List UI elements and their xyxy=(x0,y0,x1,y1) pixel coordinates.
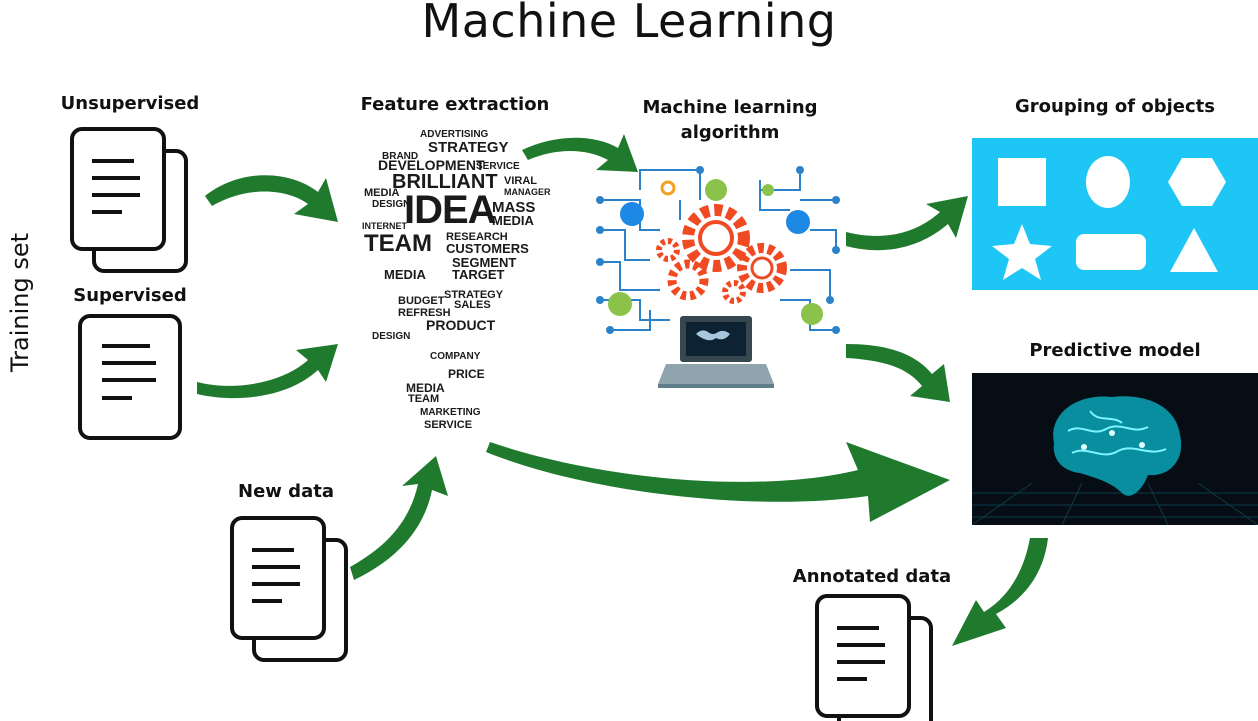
new-data-document-icon xyxy=(230,516,348,662)
word: PRODUCT xyxy=(426,317,496,333)
ml-algorithm-label: Machine learning algorithm xyxy=(610,95,850,145)
grouping-panel xyxy=(972,138,1258,290)
unsupervised-label: Unsupervised xyxy=(60,93,200,114)
arrow-icon xyxy=(205,175,338,222)
word: MARKETING xyxy=(420,407,481,418)
word: MEDIA xyxy=(406,381,445,395)
word: BRILLIANT xyxy=(392,171,498,193)
word: ADVERTISING xyxy=(420,129,489,140)
arrow-icon xyxy=(522,134,638,172)
shape-circle-icon xyxy=(1086,156,1130,208)
laptop-icon xyxy=(658,316,774,388)
word: DESIGN xyxy=(372,199,411,210)
word: STRATEGY xyxy=(444,289,504,301)
word: MEDIA xyxy=(384,267,426,282)
annotated-document-icon xyxy=(815,594,933,721)
arrow-icon xyxy=(197,344,338,399)
word: VIRAL xyxy=(504,175,537,187)
word: DESIGN xyxy=(372,331,411,342)
word: TARGET xyxy=(452,267,505,282)
word: BRAND xyxy=(382,151,419,162)
word: REFRESH xyxy=(398,307,451,319)
arrow-icon xyxy=(350,456,448,580)
shape-square-icon xyxy=(998,158,1046,206)
word: RESEARCH xyxy=(446,231,508,243)
word: MEDIA xyxy=(364,187,400,199)
predictive-panel xyxy=(972,373,1258,525)
supervised-label: Supervised xyxy=(73,285,187,306)
new-data-label: New data xyxy=(238,481,334,502)
arrow-icon xyxy=(952,538,1048,646)
grouping-label: Grouping of objects xyxy=(1015,96,1215,117)
refresh-icon xyxy=(786,210,810,234)
feature-extraction-label: Feature extraction xyxy=(360,94,550,115)
word: MEDIA xyxy=(492,213,534,228)
word: SERVICE xyxy=(424,419,473,431)
flow-arrows xyxy=(197,134,1048,646)
shape-star-icon xyxy=(992,224,1052,280)
word: SALES xyxy=(454,299,491,311)
page-title: Machine Learning xyxy=(421,0,837,48)
ml-algorithm-line1: Machine learning xyxy=(642,97,818,118)
word: BUDGET xyxy=(398,295,445,307)
gears-icon xyxy=(656,204,787,304)
arrow-icon xyxy=(486,442,950,522)
circuit-nodes xyxy=(596,166,840,334)
cloud-small-icon xyxy=(762,184,774,196)
arrow-icon xyxy=(846,196,968,251)
word: DEVELOPMENT xyxy=(378,157,485,173)
ml-algorithm-line2: algorithm xyxy=(680,122,780,143)
predictive-label: Predictive model xyxy=(1029,340,1201,361)
word: SEGMENT xyxy=(452,255,517,270)
word: TEAM xyxy=(408,393,440,405)
arrow-icon xyxy=(846,344,950,402)
gear-small-icon xyxy=(801,303,823,325)
word: MANAGER xyxy=(504,187,551,197)
location-icon xyxy=(660,180,676,196)
word: SERVICE xyxy=(476,161,520,172)
word: MASS xyxy=(492,199,536,216)
word: INTERNET xyxy=(362,221,407,231)
brain-icon xyxy=(1053,396,1182,496)
globe-icon xyxy=(705,179,727,201)
word: CUSTOMERS xyxy=(446,241,529,256)
cloud-icon xyxy=(620,202,644,226)
lightbulb-icon xyxy=(380,128,530,340)
word: TEAM xyxy=(364,230,432,257)
supervised-document-icon xyxy=(78,314,182,440)
word: COMPANY xyxy=(430,351,481,362)
unsupervised-document-icon xyxy=(70,127,188,273)
word: IDEA xyxy=(404,188,497,232)
shape-rectangle-icon xyxy=(1076,234,1146,270)
word: STRATEGY xyxy=(428,139,509,156)
shape-triangle-icon xyxy=(1170,228,1218,272)
shape-hexagon-icon xyxy=(1168,158,1226,206)
annotated-label: Annotated data xyxy=(792,566,952,587)
word: PRICE xyxy=(448,367,485,381)
bulb-small-icon xyxy=(608,292,632,316)
